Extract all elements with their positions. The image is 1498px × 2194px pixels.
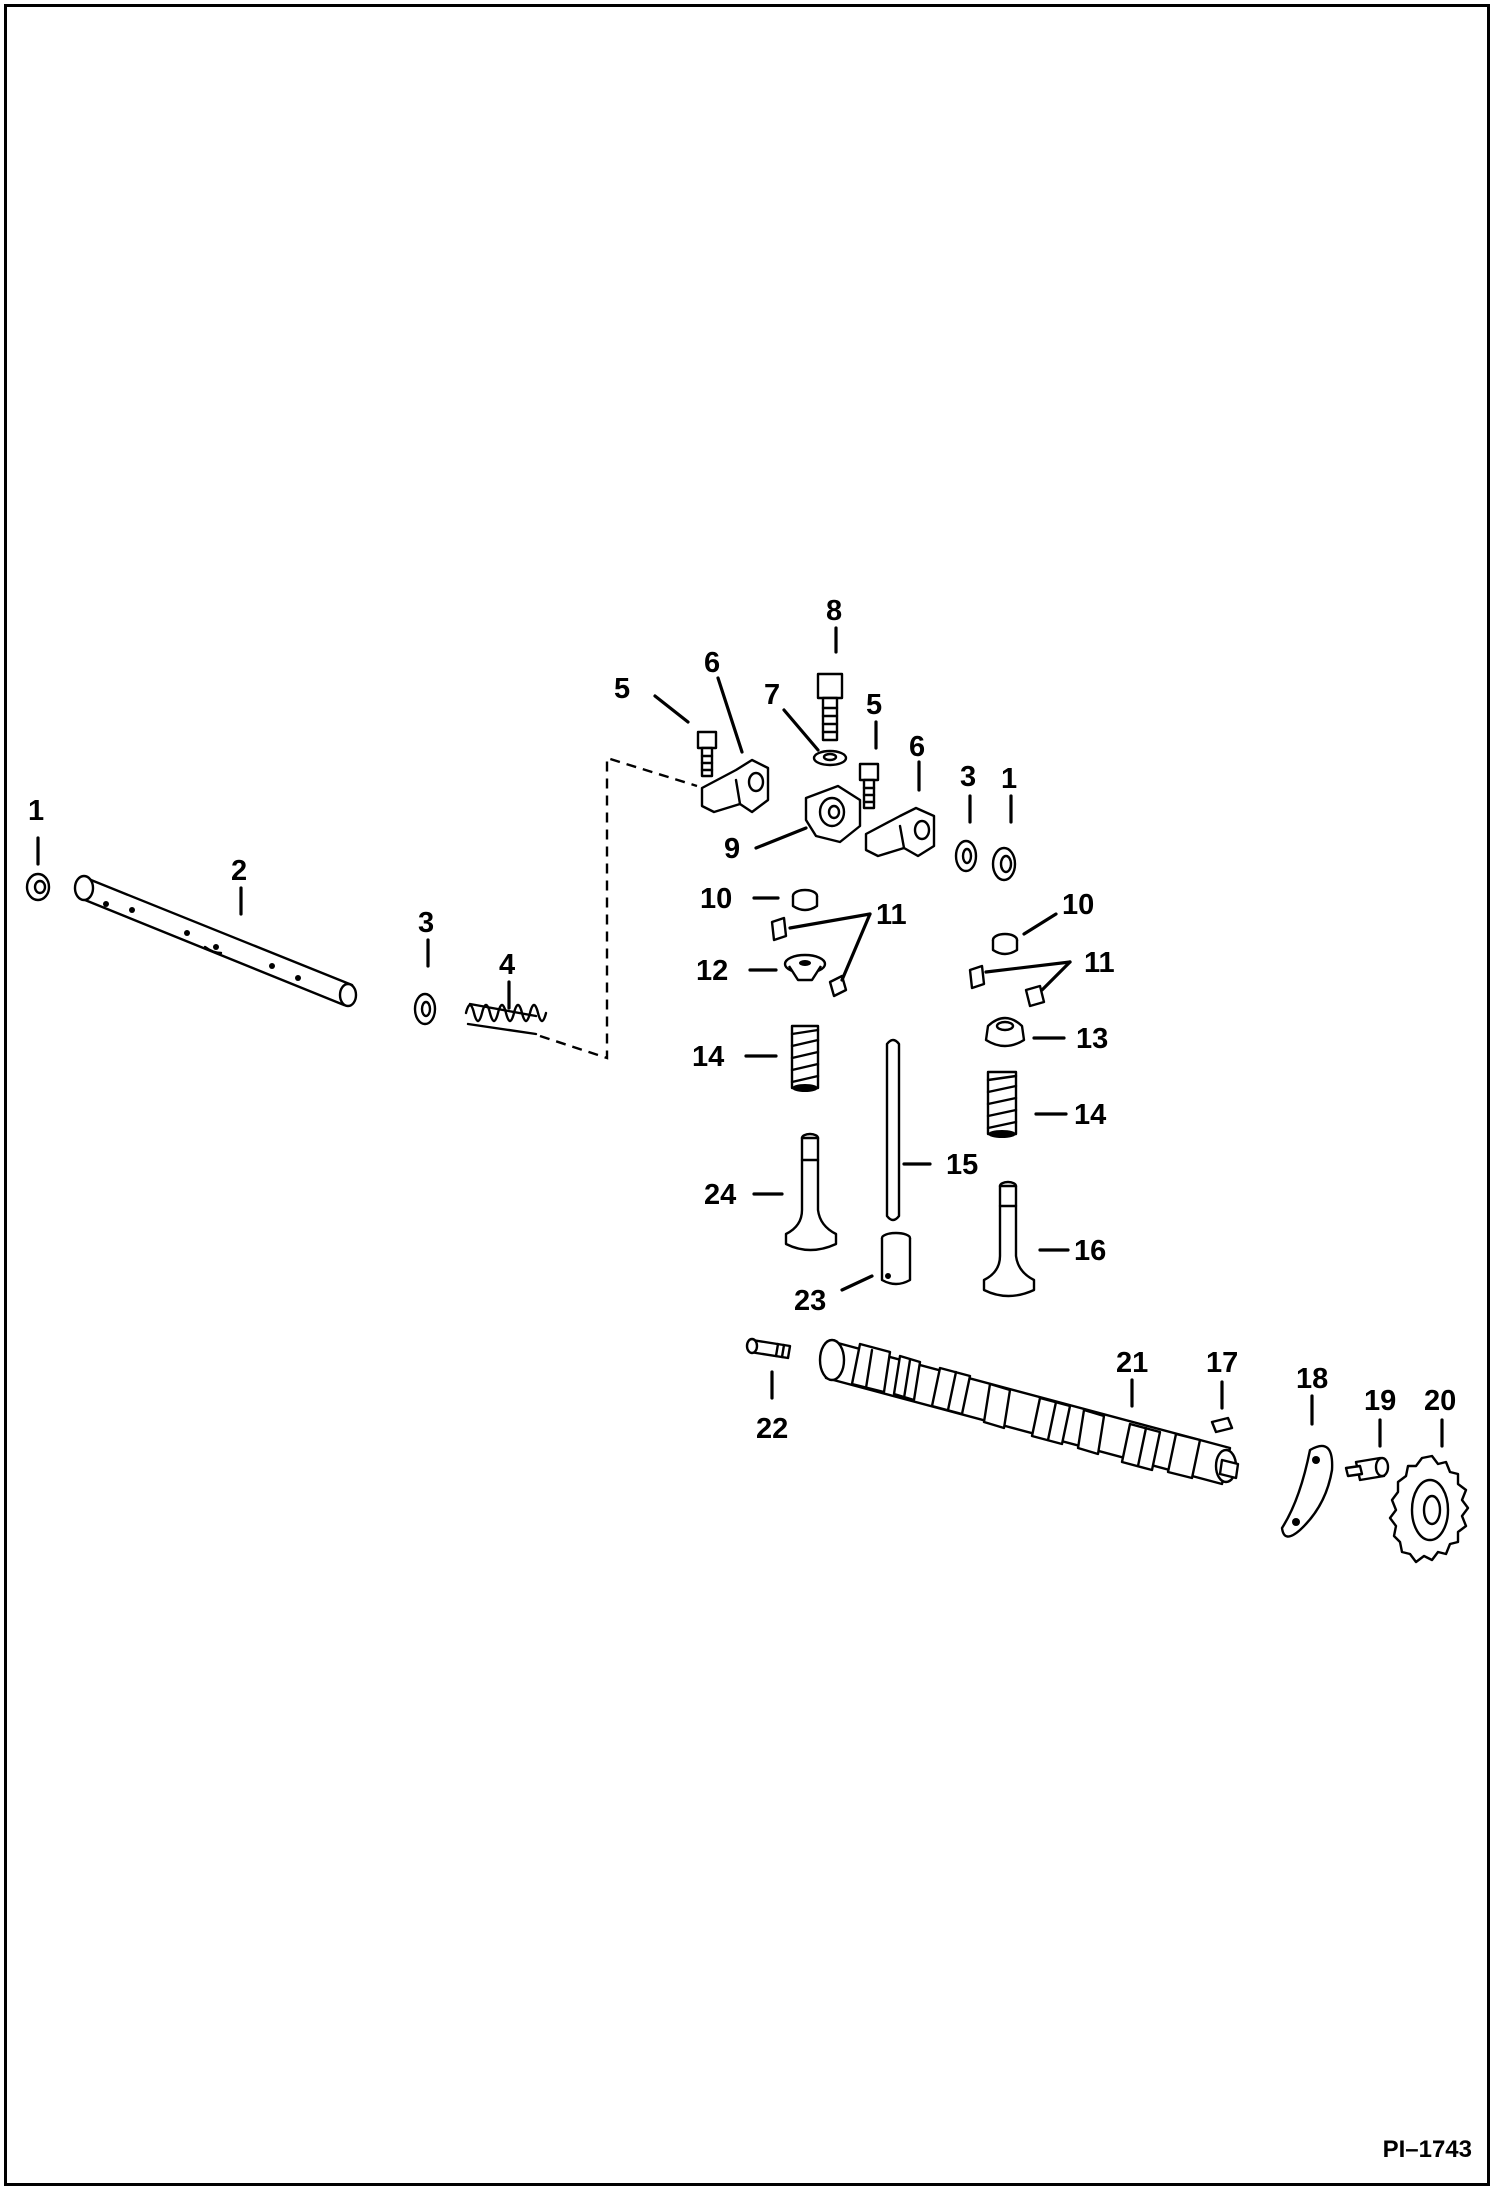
callout-1-left: 1 <box>28 795 44 827</box>
part-7-washer <box>812 749 848 767</box>
callout-8: 8 <box>826 595 842 627</box>
part-9-rocker-bracket <box>804 784 862 844</box>
callout-5-left: 5 <box>614 673 630 705</box>
part-23-tappet <box>880 1231 912 1286</box>
callout-17: 17 <box>1206 1347 1238 1379</box>
part-4-spring <box>464 1002 548 1036</box>
callout-10-right: 10 <box>1062 889 1094 921</box>
part-14-valve-spring-right <box>986 1070 1018 1138</box>
part-17-key <box>1210 1416 1234 1434</box>
part-24-intake-valve <box>784 1132 838 1252</box>
callout-15: 15 <box>946 1149 978 1181</box>
callout-12: 12 <box>696 955 728 987</box>
part-20-camshaft-gear <box>1388 1454 1470 1564</box>
part-5-adjusting-screw-right <box>858 762 880 810</box>
callout-19: 19 <box>1364 1385 1396 1417</box>
callout-20: 20 <box>1424 1385 1456 1417</box>
callout-18: 18 <box>1296 1363 1328 1395</box>
part-22-plug <box>745 1337 792 1360</box>
page-frame <box>4 4 1490 2186</box>
callout-11-right: 11 <box>1084 947 1115 979</box>
part-18-thrust-plate <box>1280 1444 1334 1538</box>
part-1-right-plug <box>991 846 1017 882</box>
assembly-dashed-line <box>539 756 698 1060</box>
callout-23: 23 <box>794 1285 826 1317</box>
callout-4: 4 <box>499 949 515 981</box>
part-8-bolt <box>816 672 844 742</box>
part-6-rocker-arm-left <box>700 758 770 814</box>
part-19-screw <box>1344 1456 1390 1482</box>
callout-21: 21 <box>1116 1347 1148 1379</box>
part-5-adjusting-screw-left <box>696 730 718 778</box>
callout-labels: 1 2 3 4 5 6 7 8 5 6 3 1 9 10 11 10 12 11… <box>28 595 1456 1445</box>
part-11-keepers-right <box>968 964 1046 1008</box>
callout-14-right: 14 <box>1074 1099 1106 1131</box>
part-6-rocker-arm-right <box>864 806 936 858</box>
part-13-valve-rotator <box>984 1016 1026 1048</box>
callout-22: 22 <box>756 1413 788 1445</box>
part-10-valve-cap-left <box>791 888 819 912</box>
part-16-exhaust-valve <box>982 1180 1036 1298</box>
callout-24: 24 <box>704 1179 736 1211</box>
callout-3-right: 3 <box>960 761 976 793</box>
callout-6-left: 6 <box>704 647 720 679</box>
callout-3-left: 3 <box>418 907 434 939</box>
part-12-spring-retainer <box>783 953 827 982</box>
callout-7: 7 <box>764 679 780 711</box>
callout-10-left: 10 <box>700 883 732 915</box>
part-3-washer-left <box>413 992 437 1026</box>
part-21-camshaft <box>818 1338 1240 1486</box>
callout-13: 13 <box>1076 1023 1108 1055</box>
callout-9: 9 <box>724 833 740 865</box>
callout-14-left: 14 <box>692 1041 724 1073</box>
part-1-left-plug <box>25 872 51 902</box>
callout-1-right: 1 <box>1001 763 1017 795</box>
callout-16: 16 <box>1074 1235 1106 1267</box>
callout-6-right: 6 <box>909 731 925 763</box>
part-2-rocker-shaft <box>73 874 358 1008</box>
part-10-valve-cap-right <box>991 932 1019 956</box>
callout-5-right: 5 <box>866 689 882 721</box>
part-3-washer-right <box>954 839 978 873</box>
part-15-push-rod <box>885 1038 901 1222</box>
callout-11-left: 11 <box>876 899 907 931</box>
figure-id: PI–1743 <box>1382 2136 1472 2163</box>
leader-lines <box>36 626 1444 1448</box>
callout-2: 2 <box>231 855 247 887</box>
part-14-valve-spring-left <box>790 1024 820 1092</box>
